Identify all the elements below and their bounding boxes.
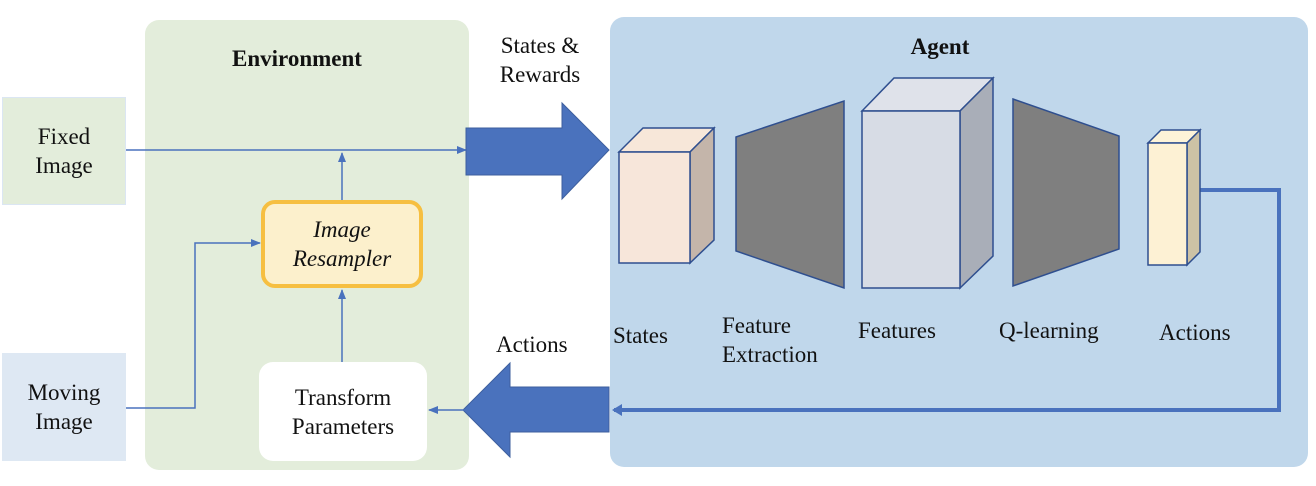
moving-image-label-2: Image <box>35 409 93 434</box>
features-cube-icon <box>860 76 995 290</box>
feature-extraction-line-2: Extraction <box>722 342 818 367</box>
states-rewards-label: States & Rewards <box>490 31 590 89</box>
moving-image-connector <box>126 239 261 409</box>
stage-label-states: States <box>613 323 668 348</box>
states-rewards-line-2: Rewards <box>499 62 581 87</box>
moving-image-label-1: Moving <box>27 380 101 405</box>
actions-cube-icon <box>1146 128 1202 267</box>
fixed-image-label-2: Image <box>35 153 93 178</box>
environment-title: Environment <box>232 46 362 71</box>
actions-arrow-icon <box>462 361 610 459</box>
resampler-label-2: Resampler <box>292 246 392 271</box>
actions-flow-label: Actions <box>496 332 568 357</box>
agent-title: Agent <box>910 34 970 59</box>
stage-label-features: Features <box>858 318 936 343</box>
states-rewards-line-1: States & <box>500 33 580 58</box>
states-cube-icon <box>617 126 716 265</box>
q-learning-trapezoid-icon <box>1012 97 1120 288</box>
states-rewards-arrow-icon <box>465 101 610 201</box>
resampler-label-1: Image <box>313 217 371 242</box>
feedback-arrowhead-icon <box>612 404 622 416</box>
stage-label-feature-extraction: Feature Extraction <box>722 311 818 369</box>
feature-extraction-trapezoid-icon <box>735 99 845 290</box>
stage-label-actions: Actions <box>1159 320 1231 345</box>
feature-extraction-line-1: Feature <box>722 313 791 338</box>
fixed-image-label-1: Fixed <box>37 124 91 149</box>
feedback-loop-line <box>614 188 1281 412</box>
stage-label-q-learning: Q-learning <box>999 318 1099 343</box>
transform-label-2: Parameters <box>291 413 395 439</box>
transform-label-1: Transform <box>294 384 392 410</box>
